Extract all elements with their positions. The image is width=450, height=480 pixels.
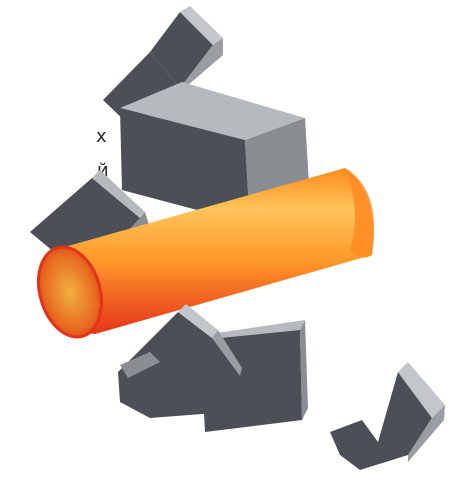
lower-right-die	[330, 362, 445, 470]
